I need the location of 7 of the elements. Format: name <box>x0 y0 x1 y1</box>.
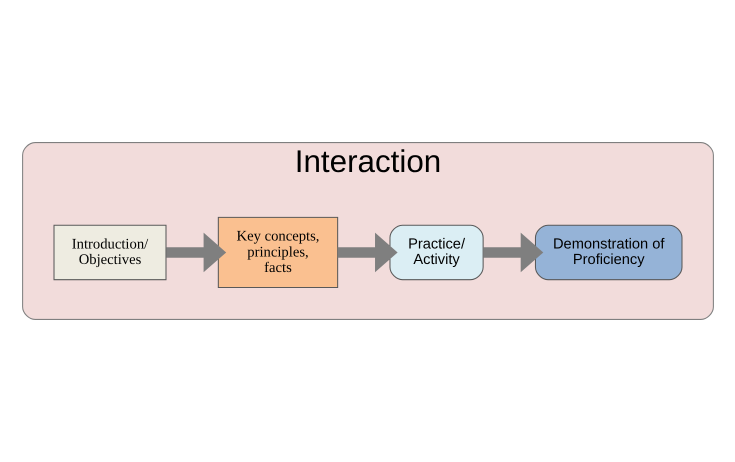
arrow <box>337 232 398 272</box>
arrow <box>482 232 543 272</box>
arrow <box>166 232 226 272</box>
node-box: Demonstration of Proficiency <box>534 224 682 280</box>
node-box: Key concepts, principles, facts <box>217 216 338 288</box>
node-box: Introduction/ Objectives <box>52 224 166 280</box>
node-box: Practice/ Activity <box>388 224 484 280</box>
